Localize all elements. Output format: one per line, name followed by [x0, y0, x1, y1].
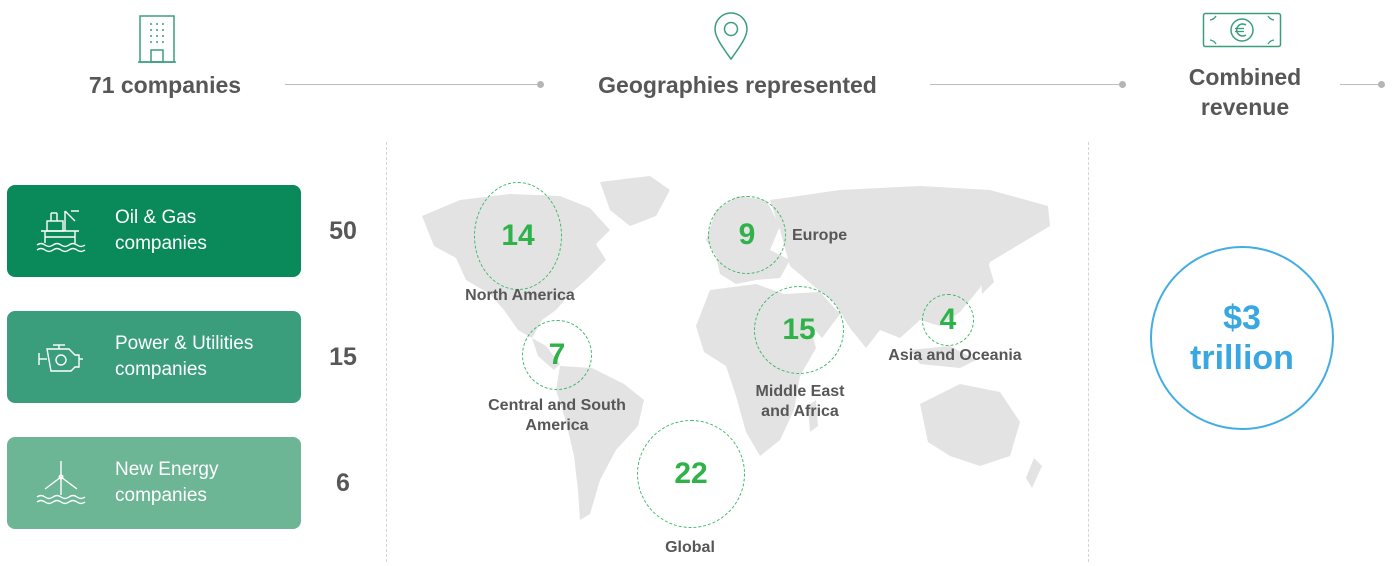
- oil-rig-icon: [36, 210, 86, 253]
- region-circle-global: 22: [637, 420, 745, 528]
- connector-dot: [537, 81, 544, 88]
- segment-count-new-energy: 6: [336, 469, 350, 497]
- revenue-value-amount: $3: [1223, 299, 1261, 337]
- region-value: 14: [501, 219, 535, 252]
- region-circle-asia-oceania: 4: [922, 294, 974, 346]
- connector-line: [285, 84, 540, 85]
- offshore-wind-turbine-icon: [36, 461, 86, 505]
- segment-count-oil-gas: 50: [329, 217, 357, 245]
- segment-label: New Energy companies: [115, 459, 219, 506]
- region-label-global: Global: [665, 539, 715, 556]
- segment-card-new-energy: New Energy companies: [7, 437, 301, 529]
- section-divider: [386, 142, 387, 562]
- revenue-circle: $3 trillion: [1150, 246, 1334, 430]
- region-label-middle-east-africa: Middle East and Africa: [755, 383, 845, 420]
- connector-dot: [1119, 81, 1126, 88]
- connector-line: [930, 84, 1122, 85]
- region-value: 9: [738, 218, 756, 251]
- segment-card-power-utilities: Power & Utilities companies: [7, 311, 301, 403]
- building-icon: [138, 15, 176, 63]
- revenue-title: Combined revenue: [1160, 62, 1330, 122]
- region-circle-middle-east-africa: 15: [754, 286, 844, 374]
- revenue-title-line1: Combined: [1188, 64, 1302, 90]
- section-divider: [1088, 142, 1089, 562]
- geographies-title: Geographies represented: [598, 72, 877, 98]
- region-label-europe: Europe: [792, 227, 848, 244]
- region-circle-central-south-america: 7: [522, 320, 592, 390]
- region-circle-north-america: 14: [474, 182, 562, 290]
- location-pin-icon: [714, 12, 748, 61]
- segment-card-oil-gas: Oil & Gas companies: [7, 185, 301, 277]
- segment-label: Oil & Gas companies: [115, 207, 207, 254]
- revenue-value-unit: trillion: [1190, 339, 1294, 377]
- engine-icon: [38, 344, 83, 372]
- connector-line: [1340, 84, 1380, 85]
- revenue-title-line2: revenue: [1200, 94, 1290, 120]
- region-label-north-america: North America: [465, 287, 575, 304]
- segment-label: Power & Utilities companies: [115, 333, 254, 380]
- region-value: 22: [674, 457, 708, 490]
- euro-banknote-icon: [1202, 12, 1282, 48]
- region-value: 7: [548, 338, 566, 371]
- region-label-central-south-america: Central and South America: [488, 397, 626, 434]
- segment-count-power-utilities: 15: [329, 343, 357, 371]
- region-value: 15: [782, 313, 816, 346]
- region-label-asia-oceania: Asia and Oceania: [888, 347, 1022, 364]
- region-value: 4: [939, 303, 957, 336]
- region-circle-europe: 9: [708, 196, 786, 274]
- companies-total: 71 companies: [88, 72, 242, 98]
- connector-dot: [1378, 81, 1385, 88]
